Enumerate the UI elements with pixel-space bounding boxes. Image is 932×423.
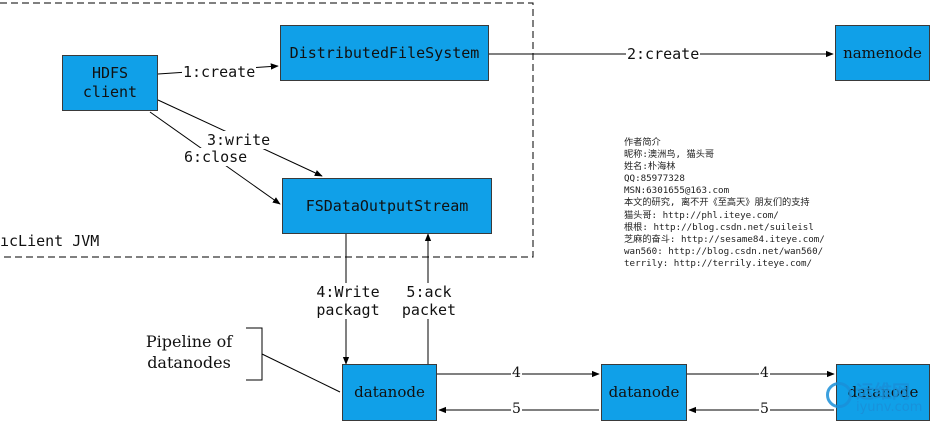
fs-data-output-stream-box: FSDataOutputStream — [282, 178, 492, 234]
credit-line: QQ:85977328 — [624, 173, 685, 185]
credit-line: 猫头哥: http://phl.iteye.com/ — [624, 209, 779, 221]
watermark-logo-icon — [826, 382, 852, 408]
client-jvm-boundary — [0, 2, 534, 258]
label-write-3: 3:write — [206, 131, 272, 149]
hdfs-client-box: HDFS client — [62, 55, 158, 111]
client-jvm-label: ıcLient JVM — [0, 232, 100, 250]
label-dn-back-2: 5 — [759, 401, 770, 417]
label-create-1: 1:create — [182, 63, 257, 81]
pipeline-of-datanodes-label: Pipeline of datanodes — [145, 332, 233, 372]
author-credits: 作者简介 昵称:澳洲鸟, 猫头哥 姓名:朴海林 QQ:85977328 MSN:… — [624, 137, 864, 270]
credit-line: terrily: http://terrily.iteye.com/ — [624, 257, 813, 269]
credit-line: 作者简介 — [624, 137, 661, 148]
namenode-box: namenode — [835, 25, 930, 81]
pipeline-bracket — [246, 327, 263, 381]
label-ack-packet-5: 5:ack packet — [396, 283, 462, 319]
label-dn-forward-2: 4 — [759, 365, 770, 381]
label-write-packet-4: 4:Write packagt — [309, 283, 387, 319]
watermark: 运维网 iyunv.com — [826, 378, 930, 422]
pipeline-pointer — [261, 353, 341, 393]
watermark-name: 运维网 — [856, 382, 910, 403]
distributed-file-system-box: DistributedFileSystem — [280, 25, 489, 81]
datanode-box-2: datanode — [601, 364, 687, 421]
credit-line: 昵称:澳洲鸟, 猫头哥 — [624, 149, 715, 161]
credit-line: wan560: http://blog.csdn.net/wan560/ — [624, 245, 824, 257]
label-dn-forward-1: 4 — [511, 365, 522, 381]
label-close-6: 6:close — [183, 148, 249, 166]
credit-line: MSN:6301655@163.com — [624, 185, 730, 197]
credit-line: 根根: http://blog.csdn.net/suileisl — [624, 221, 814, 233]
watermark-url: iyunv.com — [856, 400, 923, 415]
credit-line: 芝麻的奋斗: http://sesame84.iteye.com/ — [624, 233, 825, 245]
label-create-2: 2:create — [626, 45, 701, 63]
credit-line: 本文的研究, 离不开《至高天》朋友们的支持 — [624, 197, 810, 209]
label-dn-back-1: 5 — [511, 401, 522, 417]
credit-line: 姓名:朴海林 — [624, 161, 676, 173]
datanode-box-1: datanode — [342, 364, 437, 421]
